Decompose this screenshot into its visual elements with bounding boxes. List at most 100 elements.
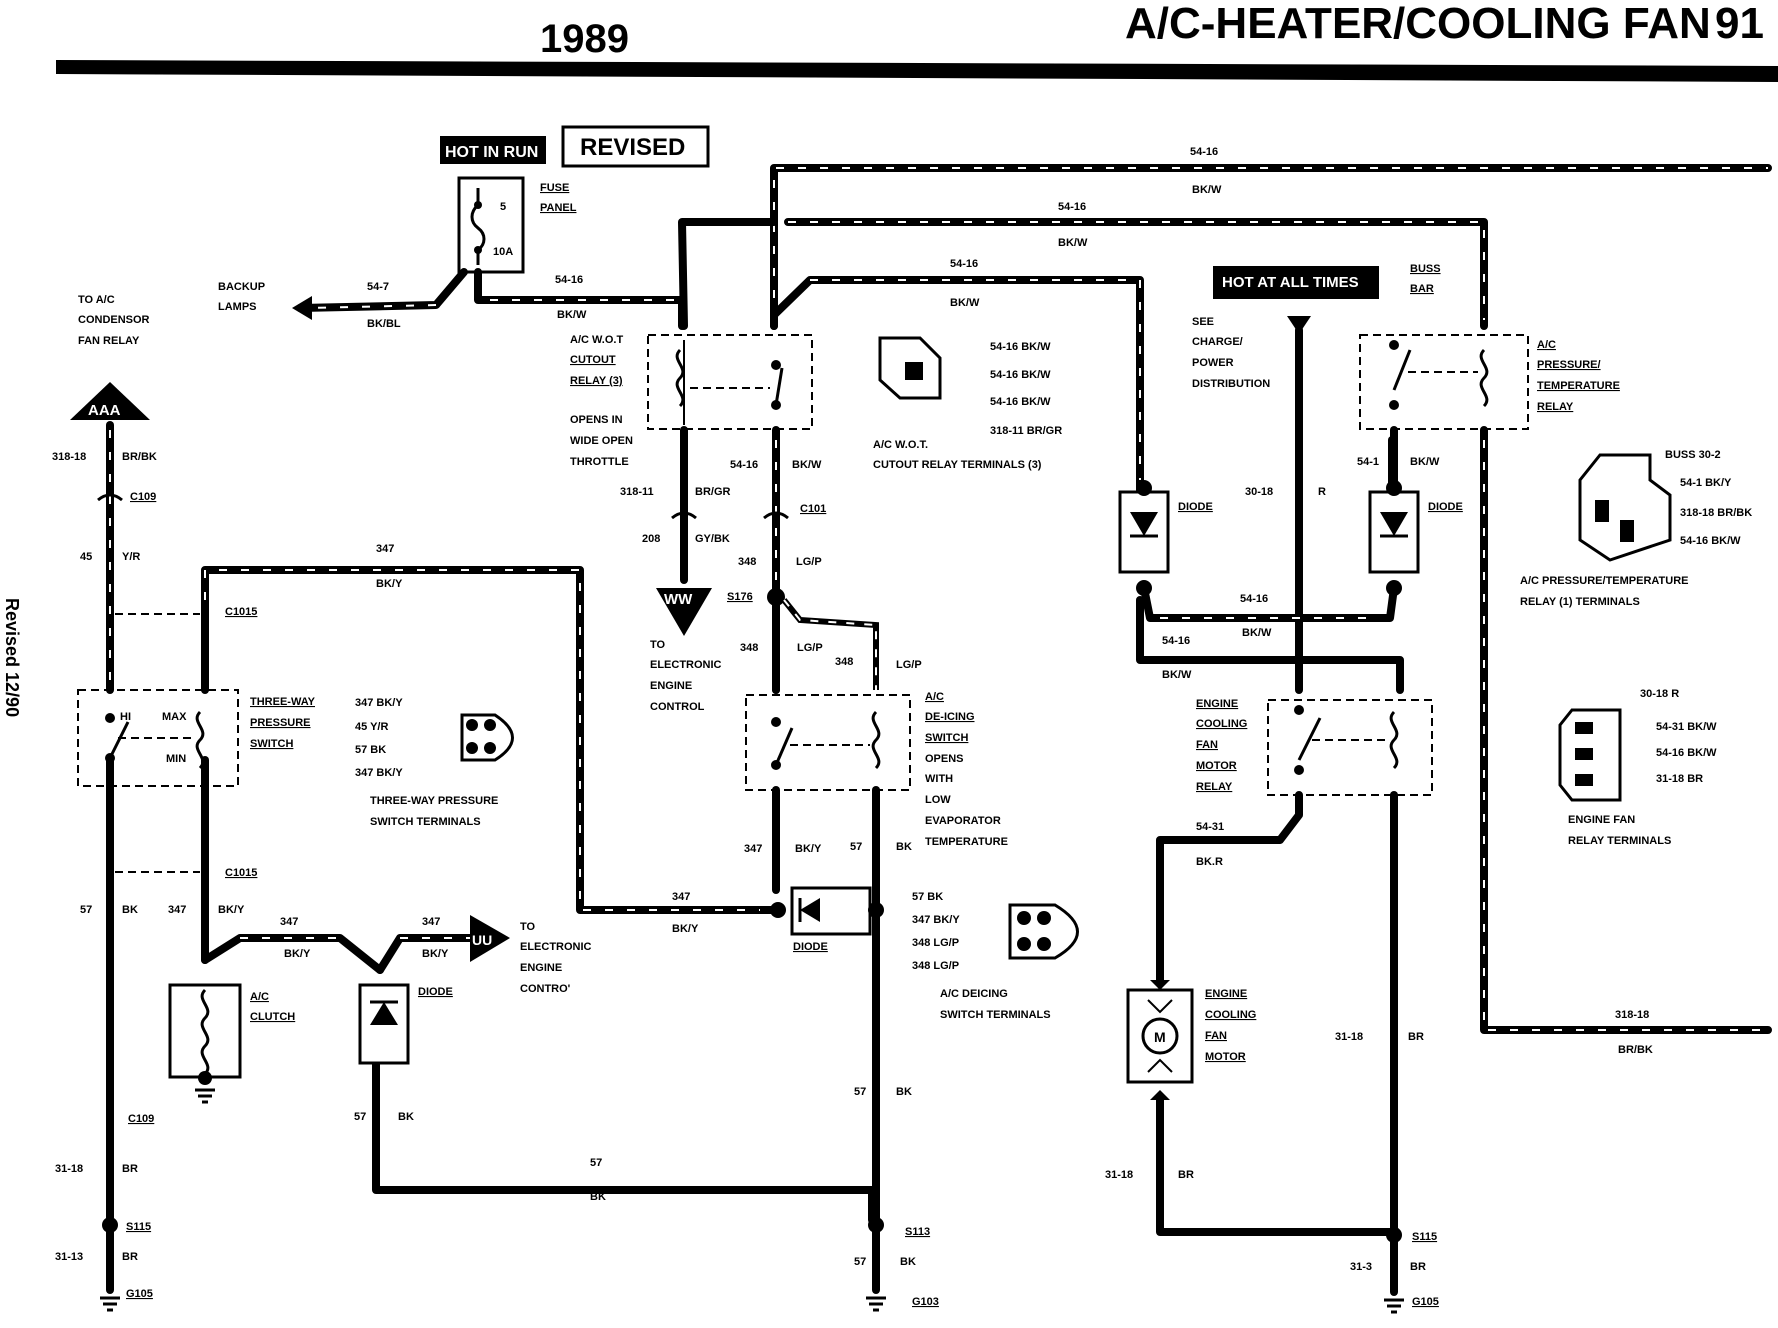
svg-text:BK/W: BK/W	[1192, 184, 1222, 196]
svg-text:347 BK/Y: 347 BK/Y	[355, 697, 403, 709]
svg-text:BK/Y: BK/Y	[672, 923, 699, 935]
header-page-number: 91	[1715, 0, 1764, 48]
svg-text:BK/Y: BK/Y	[284, 948, 311, 960]
svg-text:348: 348	[835, 656, 853, 668]
svg-text:ENGINE: ENGINE	[520, 962, 562, 974]
revised-side-note: Revised 12/90	[2, 598, 22, 717]
svg-text:348 LG/P: 348 LG/P	[912, 960, 959, 972]
svg-text:C101: C101	[800, 503, 826, 515]
svg-text:BR: BR	[122, 1251, 138, 1263]
svg-text:348 LG/P: 348 LG/P	[912, 937, 959, 949]
svg-text:54-16 BK/W: 54-16 BK/W	[990, 369, 1051, 381]
svg-text:POWER: POWER	[1192, 357, 1234, 369]
svg-text:54-7: 54-7	[367, 281, 389, 293]
svg-text:347 BK/Y: 347 BK/Y	[912, 914, 960, 926]
svg-text:318-18: 318-18	[1615, 1009, 1649, 1021]
svg-text:54-31: 54-31	[1196, 821, 1224, 833]
svg-text:31-18 BR: 31-18 BR	[1656, 773, 1703, 785]
deicing-terminals: 57 BK 347 BK/Y 348 LG/P 348 LG/P A/C DEI…	[912, 891, 1079, 1021]
connector-c109-bottom: C109	[128, 1113, 154, 1125]
svg-text:LG/P: LG/P	[796, 556, 822, 568]
svg-text:BACKUP: BACKUP	[218, 281, 265, 293]
svg-text:BR/BK: BR/BK	[1618, 1044, 1653, 1056]
svg-text:57: 57	[80, 904, 92, 916]
svg-text:BK/W: BK/W	[557, 309, 587, 321]
svg-text:57: 57	[850, 841, 862, 853]
svg-text:54-1: 54-1	[1357, 456, 1379, 468]
svg-text:SWITCH TERMINALS: SWITCH TERMINALS	[370, 816, 481, 828]
svg-text:SWITCH: SWITCH	[925, 732, 968, 744]
svg-text:A/C DEICING: A/C DEICING	[940, 988, 1008, 1000]
connector-c109-top: C109	[97, 491, 156, 503]
svg-text:SWITCH TERMINALS: SWITCH TERMINALS	[940, 1009, 1051, 1021]
ww-label: TO ELECTRONIC ENGINE CONTROL	[650, 639, 722, 713]
wot-terminals: 54-16 BK/W 54-16 BK/W 54-16 BK/W 318-11 …	[873, 336, 1062, 471]
svg-text:BK.R: BK.R	[1196, 856, 1223, 868]
splice-s115-right: S115 G105	[1384, 1227, 1439, 1314]
svg-text:CHARGE/: CHARGE/	[1192, 336, 1243, 348]
svg-text:CONTRO': CONTRO'	[520, 983, 571, 995]
svg-text:DE-ICING: DE-ICING	[925, 711, 975, 723]
svg-text:HI: HI	[120, 711, 131, 723]
svg-text:BK/W: BK/W	[950, 297, 980, 309]
svg-text:G105: G105	[1412, 1296, 1439, 1308]
pt-relay: A/C PRESSURE/ TEMPERATURE RELAY	[1359, 334, 1772, 1034]
svg-text:COOLING: COOLING	[1205, 1009, 1256, 1021]
svg-text:FAN RELAY: FAN RELAY	[78, 335, 140, 347]
svg-text:C109: C109	[130, 491, 156, 503]
svg-text:BK/W: BK/W	[1242, 627, 1272, 639]
svg-text:54-16 BK/W: 54-16 BK/W	[1656, 747, 1717, 759]
svg-text:BR/GR: BR/GR	[695, 486, 731, 498]
svg-text:TEMPERATURE: TEMPERATURE	[925, 836, 1008, 848]
svg-text:BK: BK	[896, 1086, 912, 1098]
svg-text:BUSS: BUSS	[1410, 263, 1441, 275]
connector-c101: C101	[671, 503, 826, 520]
svg-text:DIODE: DIODE	[1428, 501, 1463, 513]
svg-text:54-16: 54-16	[950, 258, 978, 270]
svg-text:RELAY: RELAY	[1196, 781, 1233, 793]
svg-text:31-18: 31-18	[1335, 1031, 1363, 1043]
svg-text:318-11: 318-11	[620, 486, 654, 498]
svg-text:CUTOUT: CUTOUT	[570, 354, 616, 366]
svg-text:57 BK: 57 BK	[912, 891, 943, 903]
svg-text:C109: C109	[128, 1113, 154, 1125]
left-wiring	[106, 421, 880, 1224]
svg-text:318-18 BR/BK: 318-18 BR/BK	[1680, 507, 1752, 519]
svg-text:BR: BR	[122, 1163, 138, 1175]
svg-text:LOW: LOW	[925, 794, 951, 806]
wot-lower-wiring: WW	[656, 426, 879, 694]
fan-motor: M ENGINE COOLING FAN MOTOR	[1126, 980, 1398, 1236]
uu-connector: UU TO ELECTRONIC ENGINE CONTRO'	[470, 915, 592, 995]
svg-text:SWITCH: SWITCH	[250, 738, 293, 750]
three-way-terminals: 347 BK/Y 45 Y/R 57 BK 347 BK/Y THREE-WAY…	[355, 697, 514, 828]
svg-text:54-16 BK/W: 54-16 BK/W	[1680, 535, 1741, 547]
svg-text:BK/Y: BK/Y	[422, 948, 449, 960]
diode-middle: DIODE	[770, 886, 884, 953]
svg-text:DIODE: DIODE	[793, 941, 828, 953]
svg-text:DISTRIBUTION: DISTRIBUTION	[1192, 378, 1270, 390]
hot-in-run-box: HOT IN RUN	[440, 136, 546, 164]
connector-c1015-top: C1015	[115, 606, 257, 618]
svg-text:RELAY TERMINALS: RELAY TERMINALS	[1568, 835, 1671, 847]
svg-text:LG/P: LG/P	[896, 659, 922, 671]
svg-text:OPENS IN: OPENS IN	[570, 414, 623, 426]
wire-labels: 54-16 BK/W 54-16 BK/W 54-16 BK/W 54-16 B…	[52, 146, 1653, 1273]
diode-left: DIODE	[358, 983, 453, 1065]
condensor-connector: AAA TO A/C CONDENSOR FAN RELAY	[70, 294, 150, 420]
arrow-down-icon	[1287, 316, 1311, 334]
svg-text:57 BK: 57 BK	[355, 744, 386, 756]
svg-text:OPENS: OPENS	[925, 753, 964, 765]
svg-text:ELECTRONIC: ELECTRONIC	[520, 941, 592, 953]
svg-text:BAR: BAR	[1410, 283, 1434, 295]
svg-text:FAN: FAN	[1196, 739, 1218, 751]
svg-text:AAA: AAA	[88, 402, 121, 419]
diode-join-wiring	[1136, 584, 1404, 694]
svg-text:CLUTCH: CLUTCH	[250, 1011, 295, 1023]
svg-text:54-16: 54-16	[1240, 593, 1268, 605]
svg-text:BK: BK	[900, 1256, 916, 1268]
svg-text:A/C W.O.T: A/C W.O.T	[570, 334, 623, 346]
svg-text:208: 208	[642, 533, 660, 545]
header-rule	[56, 60, 1778, 82]
svg-text:54-16: 54-16	[1058, 201, 1086, 213]
ww-connector	[656, 588, 712, 636]
